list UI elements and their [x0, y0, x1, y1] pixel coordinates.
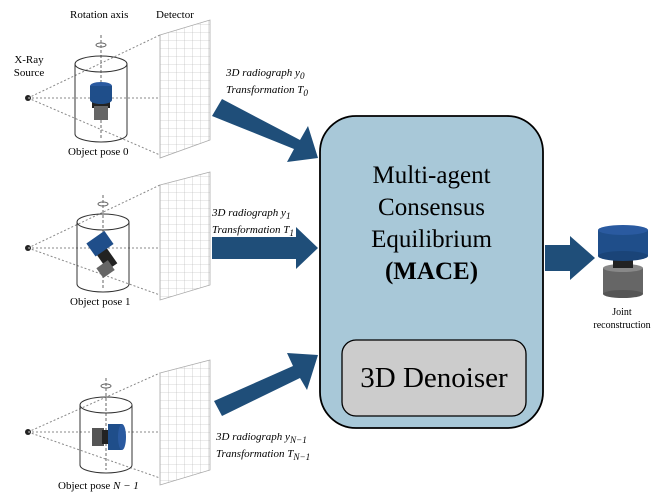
- detector-panel-0: [159, 19, 211, 159]
- joint-reconstruction-object: [598, 225, 648, 298]
- object-pose-n-1: [92, 424, 126, 450]
- arrow-pose-1-to-mace: [212, 227, 318, 269]
- detector-panel-n-1: [159, 359, 211, 486]
- joint-reconstruction-label: Joint reconstruction: [593, 307, 651, 331]
- detector-panel-1: [159, 171, 211, 301]
- object-pose-n-1-label: Object pose N − 1: [58, 480, 139, 492]
- pose-1-setup: [25, 171, 211, 301]
- object-pose-0: [90, 82, 112, 120]
- radiograph-label-0: 3D radiograph y0 Transformation T0: [226, 67, 308, 99]
- arrow-pose-0-to-mace: [212, 99, 318, 162]
- radiograph-label-1: 3D radiograph y1 Transformation T1: [212, 207, 294, 239]
- denoiser-label: 3D Denoiser: [360, 362, 508, 394]
- xray-source-label: X-Ray Source: [13, 54, 45, 79]
- pose-n-1-setup: [25, 359, 211, 486]
- radiograph-label-n-1: 3D radiograph yN−1 Transformation TN−1: [216, 431, 311, 463]
- detector-label: Detector: [156, 9, 194, 21]
- rotation-axis-label: Rotation axis: [70, 9, 129, 21]
- arrow-mace-to-output: [545, 236, 595, 280]
- mace-title: Multi-agent Consensus Equilibrium (MACE): [371, 162, 492, 285]
- arrow-pose-n-1-to-mace: [214, 353, 318, 416]
- denoiser-box: [341, 339, 527, 417]
- object-pose-0-label: Object pose 0: [68, 146, 129, 158]
- object-pose-1-label: Object pose 1: [70, 296, 131, 308]
- pose-0-setup: [25, 19, 211, 159]
- object-pose-1: [86, 230, 118, 279]
